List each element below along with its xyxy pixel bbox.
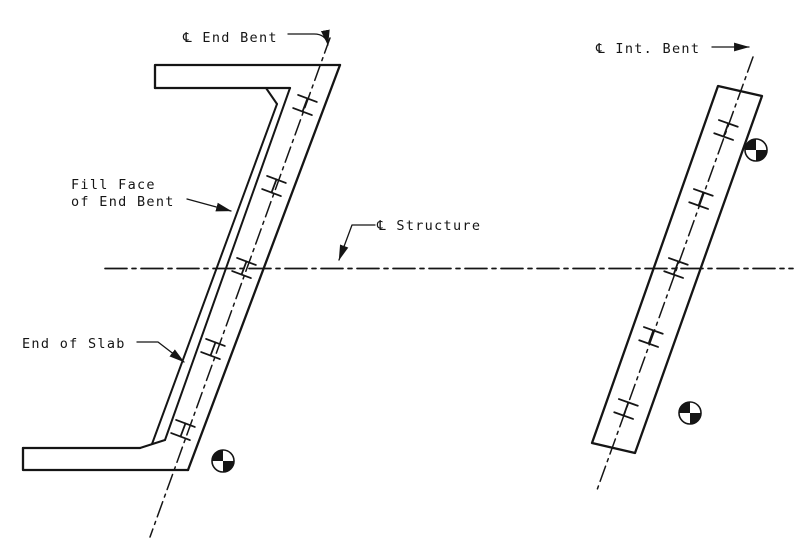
pile-symbol (688, 188, 714, 210)
label-cl-end-bent: ℄ End Bent (182, 30, 278, 46)
label-end-of-slab: End of Slab (22, 336, 126, 352)
survey-target-symbol (744, 138, 768, 162)
leader-cl-structure (338, 224, 376, 261)
label-cl-int-bent: ℄ Int. Bent (595, 41, 700, 57)
label-fill-face-line2: of End Bent (71, 194, 175, 210)
leader-fill-face (186, 198, 232, 212)
end-bent-front-face-line (186, 63, 342, 472)
fill-face-line (164, 87, 291, 441)
end-bent-centerline (149, 37, 331, 538)
label-fill-face-line1: Fill Face (71, 177, 156, 193)
end-bent-bottom-wingwall-outline (21, 446, 190, 472)
pile-symbol (261, 175, 287, 197)
survey-target-symbol (678, 401, 702, 425)
leader-cl-end-bent (287, 29, 330, 46)
leader-end-of-slab (136, 341, 185, 363)
int-bent-outline (590, 84, 764, 455)
slab-corner-chamfer-bottom (139, 439, 166, 449)
pile-symbol (292, 94, 318, 116)
survey-target-symbol (211, 449, 235, 473)
pile-symbol (638, 326, 664, 348)
end-bent-top-wingwall-outline (153, 63, 342, 90)
pile-symbol (613, 398, 639, 420)
pile-symbol (713, 119, 739, 141)
interior-bent-plan (590, 56, 768, 491)
pile-symbol (200, 338, 226, 360)
end-bent-plan (21, 37, 342, 538)
end-of-slab-line (151, 103, 278, 445)
label-cl-structure: ℄ Structure (376, 218, 481, 234)
int-bent-centerline (596, 56, 754, 491)
slab-corner-chamfer-top (265, 87, 278, 105)
